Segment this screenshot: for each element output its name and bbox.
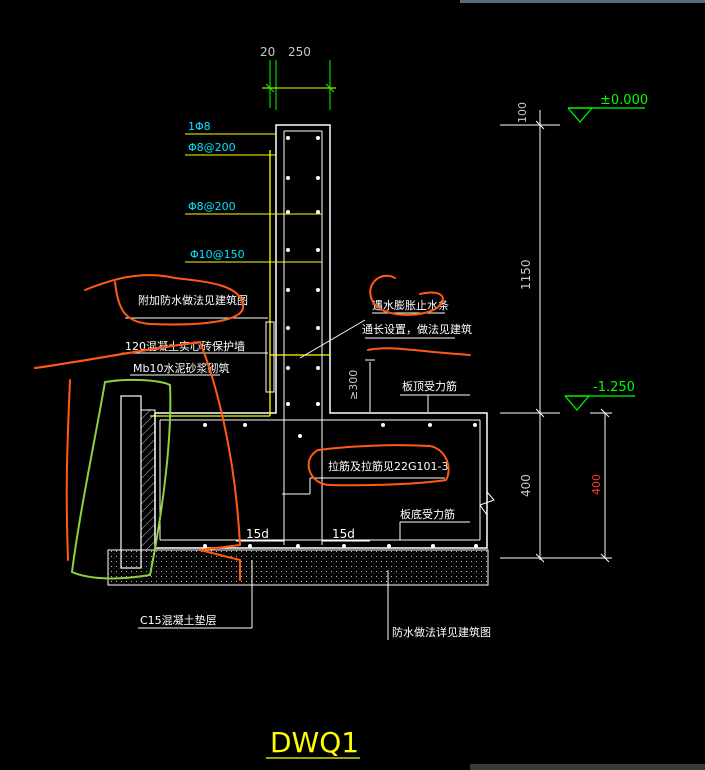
anchor-label-right: 15d: [332, 527, 355, 541]
elevation-top: ±0.000: [600, 93, 648, 108]
drawing-title: DWQ1: [270, 726, 359, 759]
green-markup: [70, 378, 172, 580]
break-line: [479, 491, 495, 516]
note-mortar: Mb10水泥砂浆砌筑: [133, 361, 229, 375]
note-tie-bar: 拉筋及拉筋见22G101-3: [328, 459, 448, 473]
left-note-leaders: [122, 317, 268, 376]
note-slab-bottom: 板底受力筋: [400, 507, 455, 521]
c15-cushion-layer: [107, 549, 489, 586]
top-dimension: [262, 60, 336, 110]
dim-250: 250: [288, 45, 311, 59]
rebar-label-4: Φ10@150: [190, 248, 245, 261]
note-waterstop-sub: 通长设置，做法见建筑: [362, 322, 472, 336]
waterstop-marker: [265, 319, 366, 393]
anchor-label-left: 15d: [246, 527, 269, 541]
rebar-dots: [203, 136, 478, 548]
elevation-marker-bottom: [564, 395, 635, 411]
dim-400-red: 400: [590, 474, 603, 495]
rebar-label-1: 1Φ8: [188, 120, 211, 133]
note-c15: C15混凝土垫层: [140, 613, 217, 627]
concrete-outline: [154, 124, 488, 549]
bottom-note-leaders: [138, 560, 389, 640]
right-dimension: [500, 110, 560, 563]
brick-protection-wall: [120, 395, 156, 569]
rebar-leaders: [185, 133, 322, 263]
dim-300: ≥300: [347, 370, 360, 400]
dim-1150: 1150: [519, 259, 533, 290]
elevation-bottom: -1.250: [593, 380, 635, 395]
dim-100: 100: [516, 102, 529, 123]
elevation-marker-top: [567, 107, 645, 123]
rebar-label-2: Φ8@200: [188, 141, 236, 154]
window-top-bar: [460, 0, 705, 3]
dim-400: 400: [519, 474, 533, 497]
note-waterproof-detail: 防水做法详见建筑图: [392, 625, 491, 639]
window-bottom-bar: [470, 764, 705, 770]
waterproof-line: [150, 150, 330, 417]
note-waterproof-add: 附加防水做法见建筑图: [138, 293, 248, 307]
orange-markup: [34, 274, 471, 581]
right-note-leaders: [282, 312, 470, 540]
dim-20: 20: [260, 45, 275, 59]
rebar-lines: [159, 130, 481, 545]
red-dimension: [560, 408, 612, 563]
note-waterstop: 遇水膨胀止水条: [372, 298, 449, 312]
note-slab-top: 板顶受力筋: [402, 379, 457, 393]
rebar-label-3: Φ8@200: [188, 200, 236, 213]
